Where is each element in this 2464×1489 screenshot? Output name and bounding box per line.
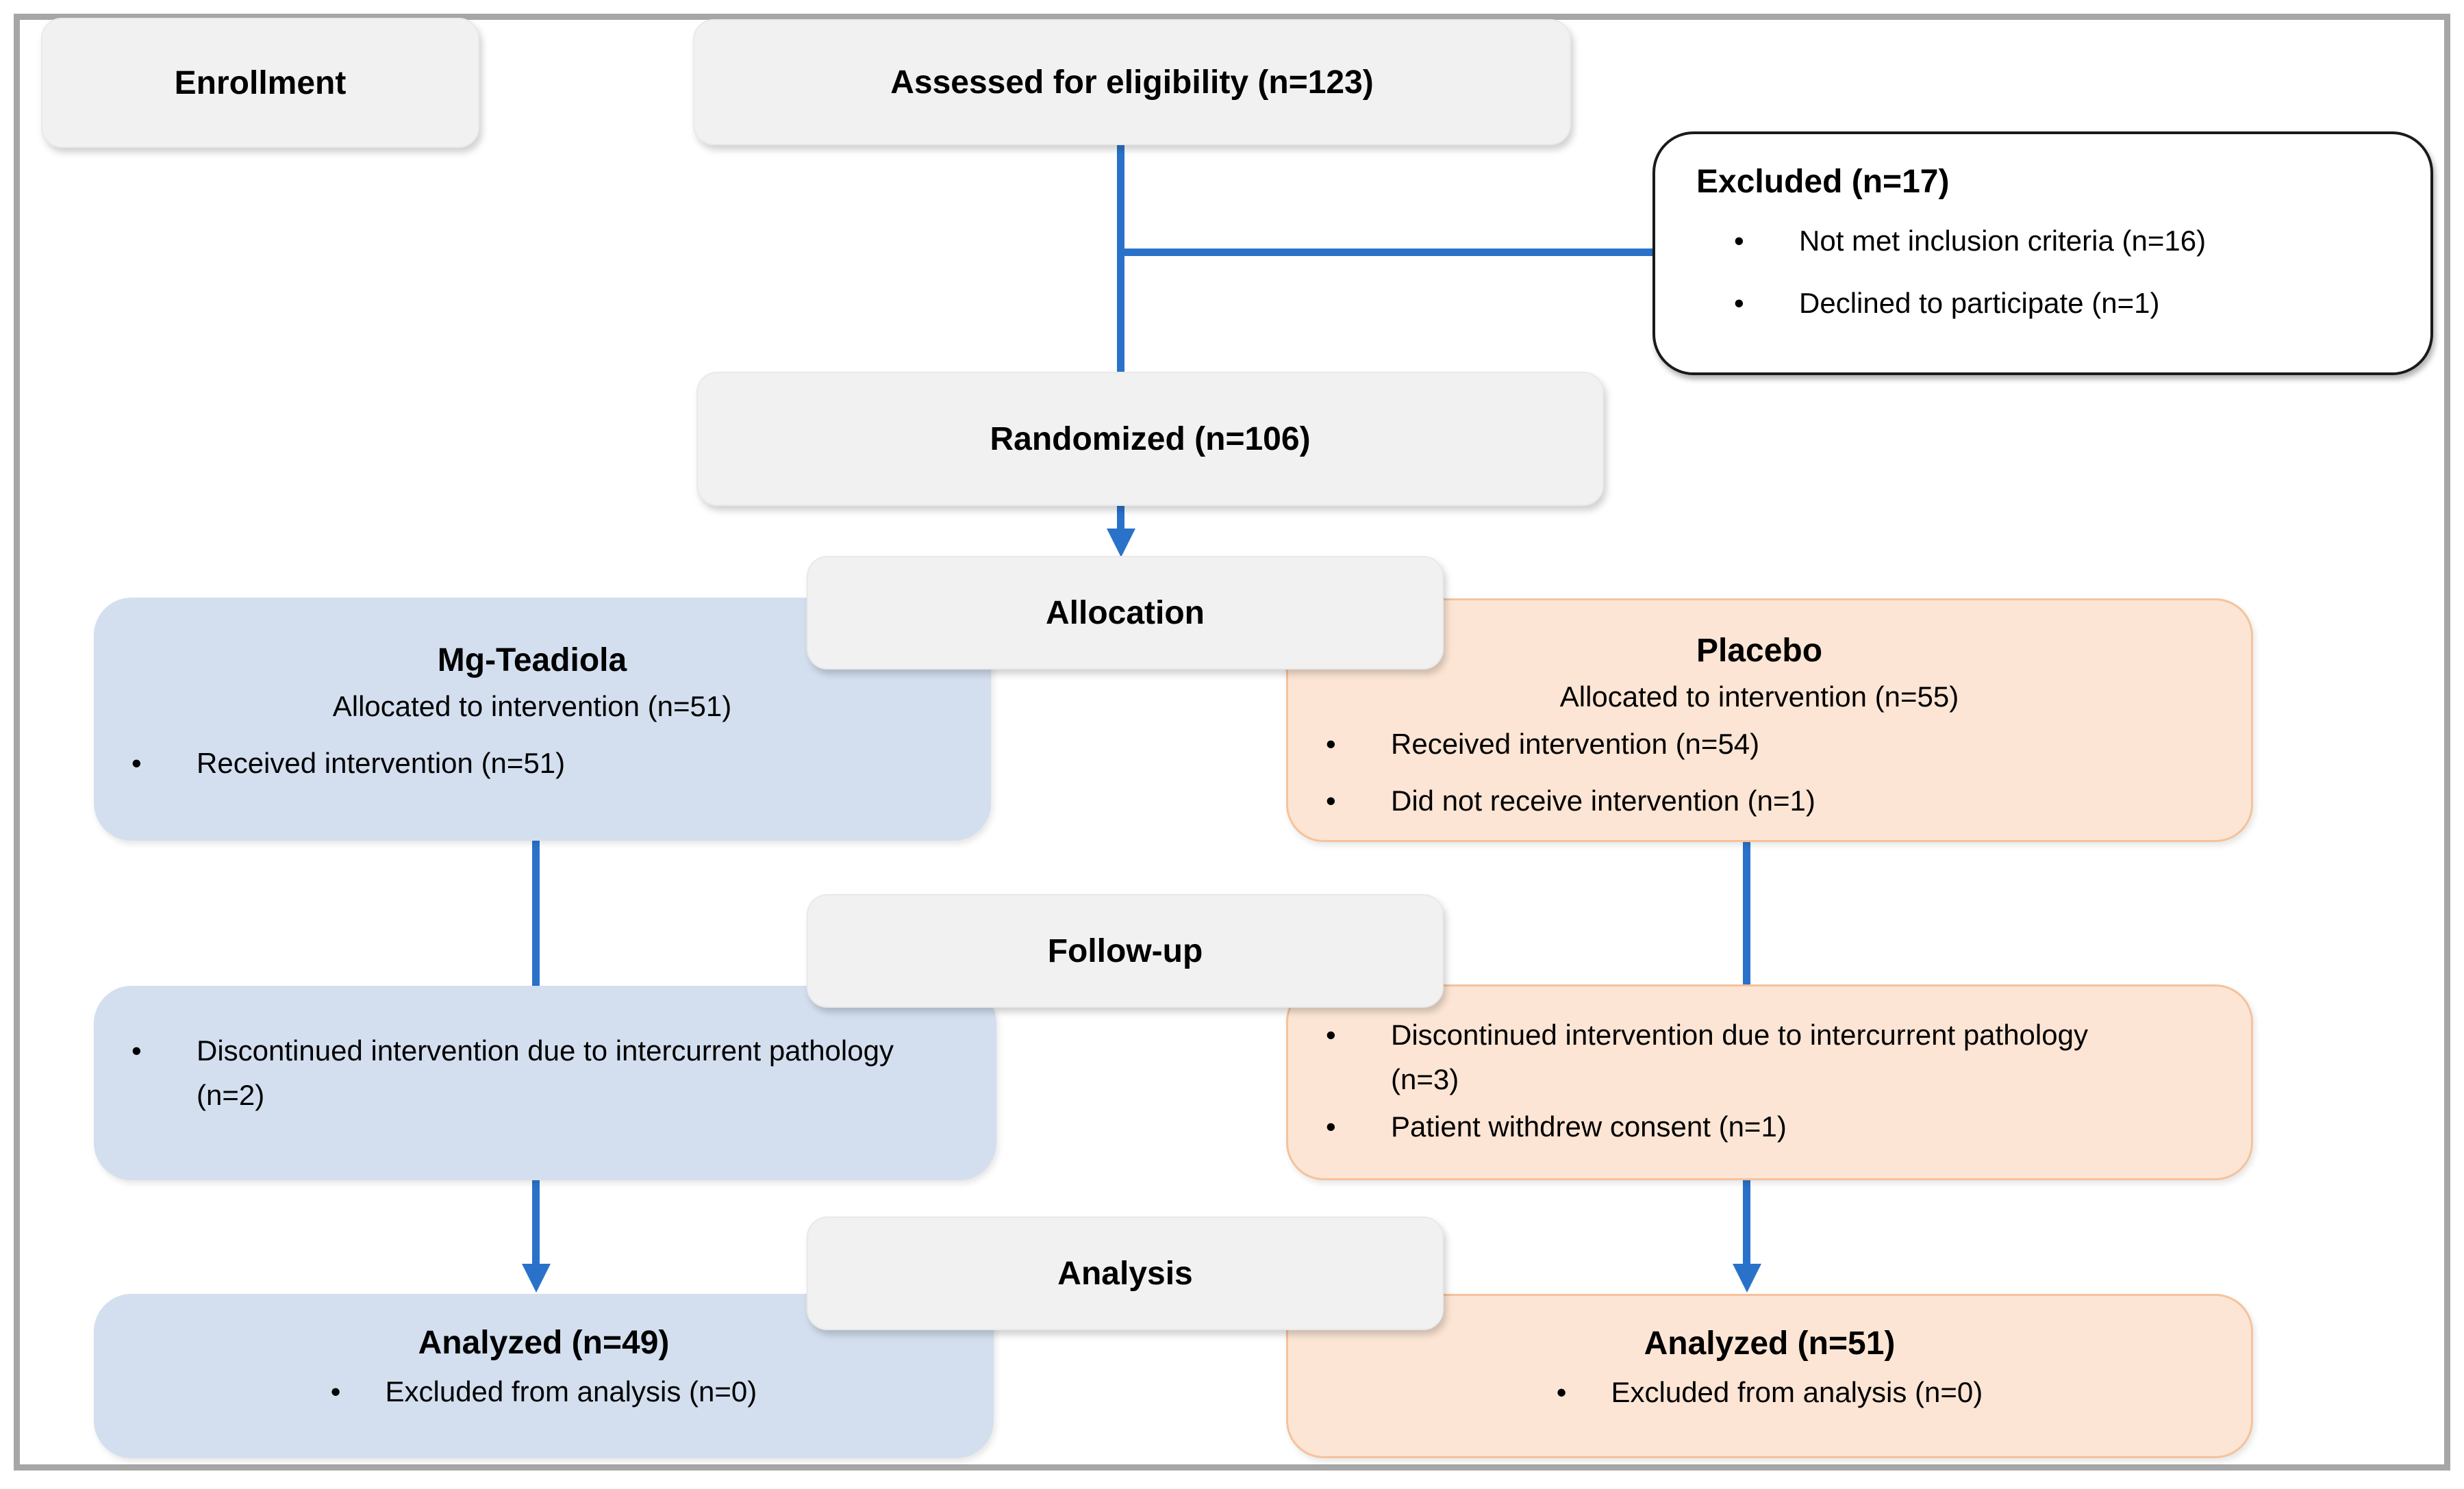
connector-assessed-to-randomized (1117, 142, 1124, 373)
mg-allocation-box: Mg-Teadiola Allocated to intervention (n… (94, 598, 991, 841)
placebo-allocation-item: Received intervention (n=54) (1288, 722, 2230, 766)
bullet-icon: • (1556, 1376, 1567, 1408)
placebo-followup-box: Discontinued intervention due to intercu… (1286, 984, 2253, 1180)
connector-placebo-allocation-to-followup (1743, 841, 1750, 986)
mg-allocation-item: Received intervention (n=51) (94, 741, 970, 785)
connector-mg-allocation-to-followup (532, 839, 540, 987)
placebo-analysis-box: Analyzed (n=51) • Excluded from analysis… (1286, 1294, 2253, 1458)
mg-followup-box: Discontinued intervention due to intercu… (94, 986, 996, 1180)
randomized-box: Randomized (n=106) (696, 372, 1604, 506)
excluded-item: Declined to participate (n=1) (1696, 281, 2403, 325)
stage-label-analysis: Analysis (807, 1217, 1444, 1330)
mg-arm-title: Mg-Teadiola (437, 642, 627, 678)
stage-label-allocation-text: Allocation (1045, 594, 1205, 631)
stage-label-enrollment-text: Enrollment (174, 64, 347, 101)
placebo-arm-title: Placebo (1696, 633, 1823, 669)
assessed-box-text: Assessed for eligibility (n=123) (890, 64, 1374, 101)
mg-analyzed-title: Analyzed (n=49) (418, 1325, 670, 1361)
arrowhead-mg-analysis (522, 1264, 551, 1293)
connector-placebo-followup-to-analysis (1743, 1179, 1750, 1267)
stage-label-analysis-text: Analysis (1057, 1255, 1193, 1292)
connector-mg-followup-to-analysis (532, 1179, 540, 1267)
arrowhead-placebo-analysis (1733, 1264, 1761, 1293)
placebo-followup-item: Discontinued intervention due to intercu… (1288, 1013, 2117, 1102)
placebo-analysis-item: Excluded from analysis (n=0) (1611, 1376, 1983, 1408)
excluded-item: Not met inclusion criteria (n=16) (1696, 218, 2403, 263)
stage-label-followup-text: Follow-up (1047, 932, 1203, 969)
placebo-analyzed-title: Analyzed (n=51) (1644, 1325, 1896, 1362)
mg-allocated-line: Allocated to intervention (n=51) (332, 690, 732, 722)
arrowhead-randomized-to-allocation (1107, 529, 1135, 557)
assessed-box: Assessed for eligibility (n=123) (693, 19, 1571, 145)
connector-branch-to-excluded (1117, 249, 1654, 256)
placebo-followup-item: Patient withdrew consent (n=1) (1288, 1104, 2117, 1149)
stage-label-followup: Follow-up (807, 894, 1444, 1008)
mg-followup-item: Discontinued intervention due to intercu… (94, 1028, 909, 1117)
connector-randomized-to-allocation (1117, 505, 1124, 532)
stage-label-enrollment: Enrollment (41, 18, 479, 148)
placebo-allocated-line: Allocated to intervention (n=55) (1559, 680, 1959, 713)
excluded-box-title: Excluded (n=17) (1696, 164, 1950, 200)
mg-analysis-item: Excluded from analysis (n=0) (385, 1375, 757, 1408)
bullet-icon: • (330, 1375, 341, 1408)
excluded-box: Excluded (n=17) Not met inclusion criter… (1652, 131, 2433, 375)
placebo-allocation-item: Did not receive intervention (n=1) (1288, 778, 2230, 823)
diagram-outer-frame (14, 14, 2450, 1471)
randomized-box-text: Randomized (n=106) (990, 420, 1311, 457)
placebo-allocation-box: Placebo Allocated to intervention (n=55)… (1286, 598, 2253, 842)
stage-label-allocation: Allocation (807, 556, 1444, 670)
